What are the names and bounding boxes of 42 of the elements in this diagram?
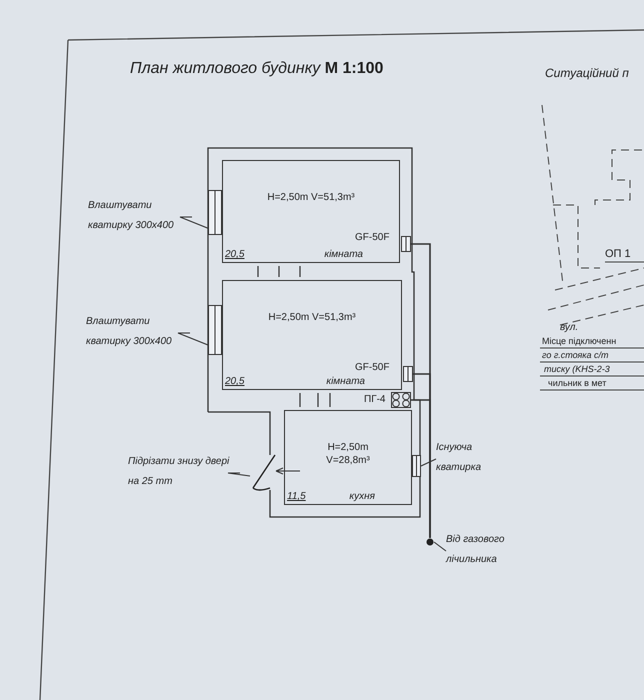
note-text: Підрізати знизу двері на 25 mm xyxy=(128,452,240,494)
room-area-text: 20,5 xyxy=(225,376,244,387)
leader-line xyxy=(420,458,436,466)
note-text: Існуюча кватирка xyxy=(436,438,508,480)
table-cell-text: тиску (KHS-2-3 xyxy=(544,364,610,374)
note-text: Влаштувати кватирку 300x400 xyxy=(86,312,190,354)
room-area-text: 11,5 xyxy=(287,491,306,502)
appliance-label: GF-50F xyxy=(355,362,390,373)
room-outline xyxy=(284,410,412,505)
plan-title: План житлового будинку M 1:100 xyxy=(130,60,384,78)
room-name-text: кімната xyxy=(326,376,365,387)
door-leaf xyxy=(250,452,278,492)
window-opening xyxy=(412,455,421,477)
leader-line xyxy=(434,542,446,552)
appliance-label: GF-50F xyxy=(355,232,390,243)
leader-line xyxy=(228,472,250,476)
plot-label: ОП 1 xyxy=(605,248,631,260)
room-volume-text: H=2,50m V=51,3m³ xyxy=(267,311,357,324)
gas-pipe xyxy=(411,399,431,538)
room-outline xyxy=(222,160,400,263)
table-cell-text: Місце підключенн xyxy=(542,336,616,346)
room-area-text: 20,5 xyxy=(225,249,244,260)
leader-line xyxy=(178,332,208,346)
table-cell-text: чильник в мет xyxy=(548,378,606,388)
room-name-text: кімната xyxy=(324,249,363,260)
room-name-text: кухня xyxy=(349,491,375,502)
table-cell-text: го г.стояка с/т xyxy=(542,350,609,360)
pipe-end-dot xyxy=(426,538,434,546)
room-volume-text: H=2,50m V=51,3m³ xyxy=(266,191,356,204)
room-volume-text: H=2,50m V=28,8m³ xyxy=(325,441,371,467)
note-text: Від газового лічильника xyxy=(446,530,542,572)
window-opening xyxy=(208,305,222,355)
appliance-label: ПГ-4 xyxy=(364,394,386,405)
heater-icon xyxy=(401,236,411,252)
room-outline xyxy=(222,280,402,390)
section-heading: Ситуаційний п xyxy=(545,66,629,80)
window-opening xyxy=(208,190,222,235)
heater-icon xyxy=(403,366,413,382)
stove-icon xyxy=(391,392,411,408)
leader-line xyxy=(180,216,208,229)
note-text: Влаштувати кватирку 300x400 xyxy=(88,196,192,238)
street-label: вул. xyxy=(560,322,578,333)
